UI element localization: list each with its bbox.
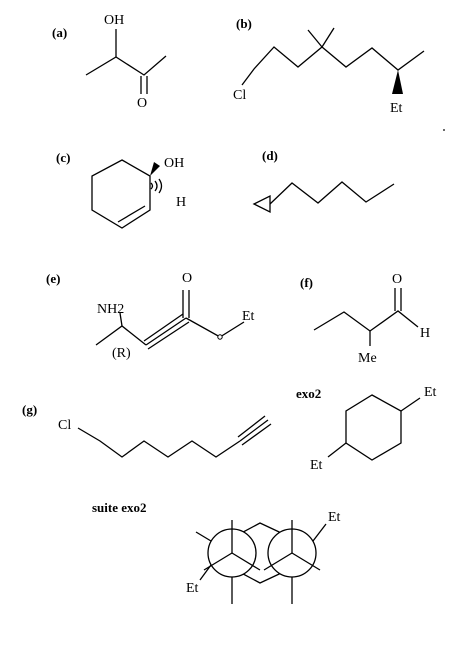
- newman-right-front-lowright: [291, 552, 321, 571]
- d-cyclopropane: [252, 194, 271, 214]
- b-et-label: Et: [390, 101, 403, 116]
- e-triple-upper: [143, 313, 184, 342]
- molecule-g: (g) Cl: [22, 402, 272, 458]
- newman-right: Et: [263, 510, 341, 604]
- newman-right-et-label: Et: [328, 510, 341, 525]
- molecule-c: (c) OH H: [56, 150, 186, 229]
- newman-left: Et: [186, 520, 261, 604]
- g-triple-lower: [241, 423, 272, 446]
- e-r-label: (R): [112, 346, 131, 361]
- label-b: (b): [236, 16, 252, 31]
- newman-left-front-lowright: [231, 552, 261, 571]
- d-chain: [269, 181, 395, 205]
- c-oh-wedge: [150, 162, 160, 176]
- e-et-label: Et: [242, 309, 255, 324]
- newman-right-et-bond: [312, 523, 327, 542]
- a-o-label: O: [137, 96, 147, 111]
- label-exo2: exo2: [296, 386, 321, 401]
- g-triple-center: [239, 419, 269, 442]
- c-oh-label: OH: [164, 156, 184, 171]
- molecule-d: (d): [252, 148, 395, 214]
- label-d: (d): [262, 148, 278, 163]
- molecule-a: (a) OH O: [52, 13, 167, 111]
- f-h-label: H: [420, 326, 430, 341]
- f-chain: [313, 310, 419, 332]
- e-nh2-bond: [119, 312, 123, 327]
- e-o-label: O: [182, 271, 192, 286]
- a-skeleton: [85, 55, 167, 76]
- suite-exo2-newman: suite exo2 Et Et: [92, 500, 341, 604]
- label-f: (f): [300, 275, 313, 290]
- f-o-label: O: [392, 272, 402, 287]
- newman-left-back-upleft: [195, 531, 212, 542]
- b-wedge-bond: [392, 70, 403, 94]
- label-g: (g): [22, 402, 37, 417]
- label-c: (c): [56, 150, 70, 165]
- label-e: (e): [46, 271, 60, 286]
- newman-left-et-bond: [199, 564, 212, 581]
- label-suite-exo2: suite exo2: [92, 500, 147, 515]
- e-chain-left: [95, 325, 147, 346]
- molecule-f: (f) O H Me: [300, 272, 430, 366]
- label-a: (a): [52, 25, 67, 40]
- e-triple-lower: [147, 321, 190, 350]
- e-ester-chain: [185, 317, 245, 338]
- g-cl-label: Cl: [58, 418, 71, 433]
- exo2-et-bottom-label: Et: [310, 458, 323, 473]
- newman-right-front-lowleft: [263, 552, 293, 571]
- c-h-label: H: [176, 195, 186, 210]
- molecule-b: (b) Cl Et: [233, 16, 425, 116]
- c-ring: [91, 159, 151, 229]
- b-methyl-2: [321, 27, 335, 48]
- g-chain: [77, 427, 241, 458]
- c-ring-double: [117, 205, 146, 223]
- molecule-e: (e) NH2 (R) O Et: [46, 271, 255, 361]
- c-hash-3: [158, 178, 163, 194]
- b-cl-label: Cl: [233, 88, 246, 103]
- exo2-et-bond-top: [400, 397, 421, 412]
- g-triple-upper: [237, 415, 266, 438]
- exo2-ring: [345, 394, 402, 461]
- newman-left-et-label: Et: [186, 581, 199, 596]
- exo2-et-bond-bottom: [327, 442, 347, 458]
- f-me-label: Me: [358, 351, 377, 366]
- b-methyl-1: [307, 29, 323, 48]
- e-triple-center: [145, 317, 187, 346]
- c-hash-1: [150, 182, 154, 190]
- exo2-cyclohexane: exo2 Et Et: [296, 385, 437, 473]
- c-hash-2: [154, 180, 158, 192]
- stray-mark: [443, 129, 445, 131]
- e-ester-o: [217, 334, 223, 340]
- e-nh2-label: NH2: [97, 302, 124, 317]
- a-oh-label: OH: [104, 13, 124, 28]
- exo2-et-top-label: Et: [424, 385, 437, 400]
